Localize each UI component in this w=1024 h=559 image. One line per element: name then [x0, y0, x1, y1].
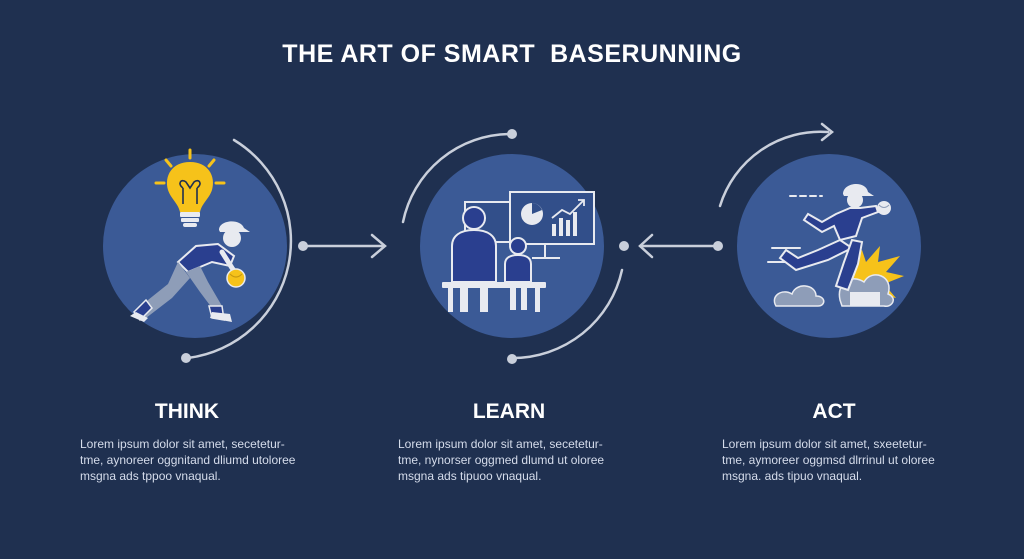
crouching-player-icon — [130, 221, 250, 322]
description-line: msgna. ads tipuo vnaqual. — [722, 469, 863, 483]
learn-illustration — [420, 154, 604, 338]
description-line: Lorem ipsum dolor sit amet, secetetur- — [398, 437, 603, 451]
page-title: THE ART OF SMART BASERUNNING — [282, 40, 742, 68]
think-arc — [186, 138, 293, 360]
step-label-think: THINK — [154, 400, 220, 423]
learn-bottom-dot — [507, 354, 517, 364]
act-illustration — [737, 154, 921, 338]
description-line: Lorem ipsum dolor sit amet, secetetur- — [80, 437, 285, 451]
step-description-act: Lorem ipsum dolor sit amet, sxeetetur- t… — [722, 436, 962, 484]
learn-right-dot — [619, 241, 629, 251]
learn-top-dot — [507, 129, 517, 139]
description-line: tme, aynoreer oggnitand dliumd utoloree — [80, 453, 296, 467]
step-label-act: ACT — [812, 400, 856, 423]
arrow-act-to-learn-dot — [713, 241, 723, 251]
chart-screens-icon — [464, 191, 595, 259]
description-line: tme, nynorser oggmed dlumd ut oloree — [398, 453, 605, 467]
lightbulb-icon — [154, 148, 226, 227]
description-line: Lorem ipsum dolor sit amet, sxeetetur- — [722, 437, 927, 451]
description-line: msgna ads tppoo vnaqual. — [80, 469, 221, 483]
dust-burst-icon — [773, 246, 904, 307]
arrow-think-to-learn-head — [370, 233, 387, 259]
arrow-act-to-learn-head — [638, 233, 654, 259]
learn-top-arc — [401, 132, 512, 224]
arrow-think-to-learn-dot — [298, 241, 308, 251]
step-label-learn: LEARN — [472, 400, 546, 423]
step-description-learn: Lorem ipsum dolor sit amet, secetetur- t… — [398, 436, 638, 484]
description-line: msgna ads tipuoo vnaqual. — [398, 469, 542, 483]
think-illustration — [103, 148, 287, 338]
learn-bottom-arc — [510, 268, 624, 360]
act-arc-head — [820, 122, 835, 142]
bench-icon — [442, 282, 546, 312]
act-arc — [718, 130, 830, 208]
think-arc-dot — [181, 353, 191, 363]
connectors — [181, 122, 835, 364]
description-line: tme, aymoreer oggmsd dlrrinul ut oloree — [722, 453, 935, 467]
coach-figure-icon — [451, 206, 497, 312]
child-figure-icon — [504, 237, 532, 310]
sliding-runner-icon — [778, 183, 891, 292]
step-description-think: Lorem ipsum dolor sit amet, secetetur- t… — [80, 436, 320, 484]
